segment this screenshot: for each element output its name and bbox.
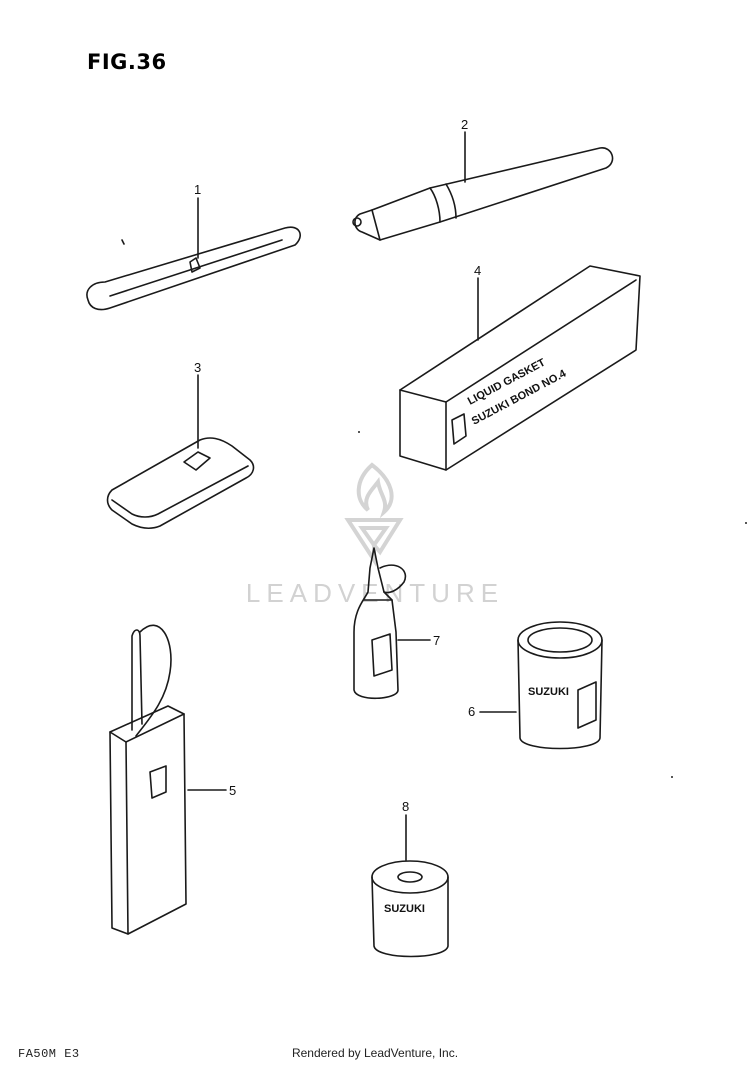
- figure-title: FIG.36: [87, 50, 167, 74]
- scan-specks: [358, 431, 747, 778]
- part-5-oil-can[interactable]: [109, 624, 227, 935]
- part-7-bottle[interactable]: [353, 547, 431, 700]
- part-8-tin[interactable]: SUZUKI: [371, 814, 449, 958]
- callout-5: 5: [229, 783, 236, 798]
- callout-2: 2: [461, 117, 468, 132]
- part-3-case[interactable]: [106, 374, 255, 529]
- part-6-label: SUZUKI: [528, 686, 569, 698]
- callout-1: 1: [194, 182, 201, 197]
- diagram-code: FA50M E3: [18, 1047, 80, 1061]
- part-1-lever[interactable]: [86, 197, 301, 311]
- part-6-can[interactable]: SUZUKI: [479, 621, 603, 750]
- callout-3: 3: [194, 360, 201, 375]
- render-credit: Rendered by LeadVenture, Inc.: [291, 1046, 459, 1060]
- callout-8: 8: [402, 799, 409, 814]
- part-4-bond-box[interactable]: LIQUID GASKET SUZUKI BOND NO.4: [399, 265, 641, 471]
- callout-4: 4: [474, 263, 481, 278]
- callout-6: 6: [468, 704, 475, 719]
- part-2-tube[interactable]: [352, 131, 614, 241]
- part-8-label: SUZUKI: [384, 903, 425, 915]
- callout-7: 7: [433, 633, 440, 648]
